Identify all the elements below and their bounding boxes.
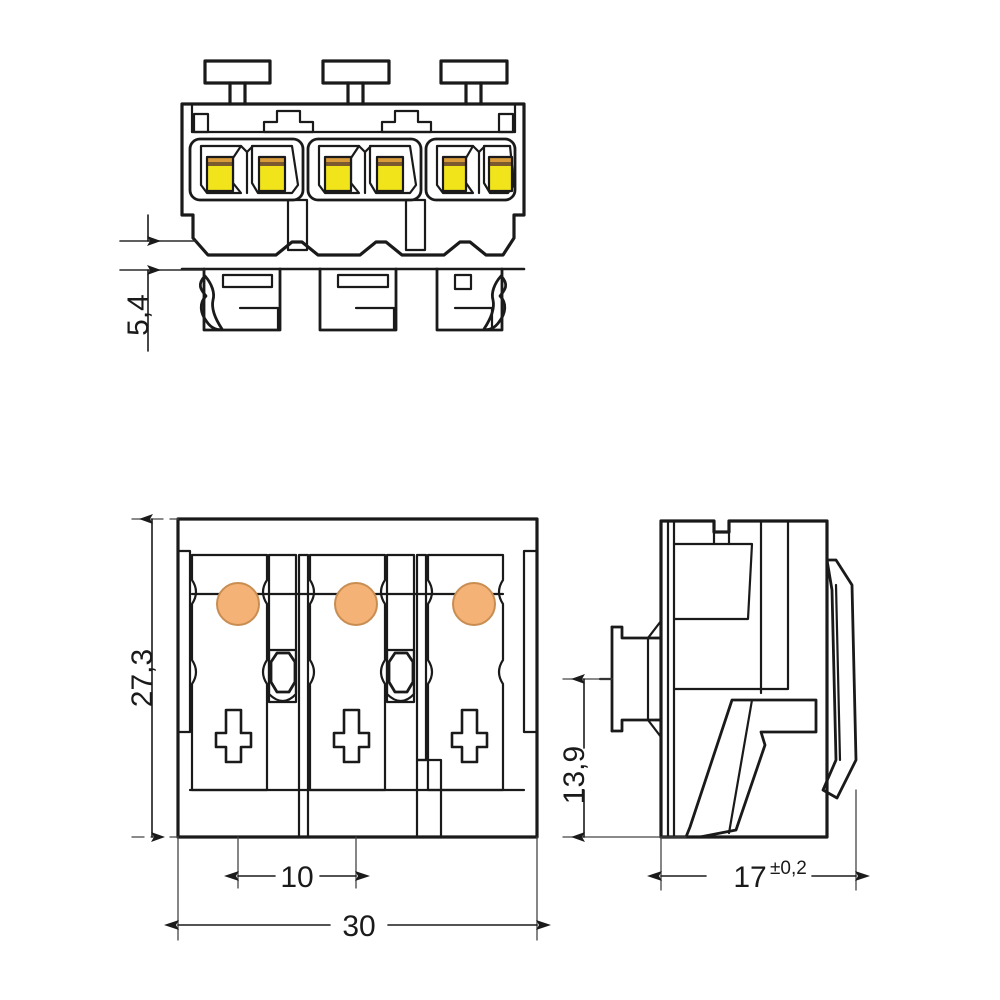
dimension-label-10: 10 (280, 861, 313, 894)
side-body-outline (659, 519, 829, 839)
dimension-width-30: 30 (164, 836, 551, 943)
front-right-shoulder (522, 549, 539, 734)
top-actuators (203, 59, 509, 106)
marker-dot-3 (452, 582, 496, 626)
clamp-group-1 (188, 137, 305, 202)
cross-slot-1 (214, 708, 253, 764)
cross-slot-3 (450, 708, 489, 764)
latch-spring-left (198, 274, 224, 331)
dimension-height-5-4: 5,4 (119, 214, 206, 352)
top-tab-right (497, 112, 515, 134)
front-marker-dots (216, 582, 496, 626)
dimension-label-30: 30 (342, 910, 375, 943)
side-upper-recess (672, 542, 754, 621)
din-foot-left (198, 267, 282, 332)
screw-hole-2[interactable] (385, 648, 416, 703)
screw-hole-1[interactable] (267, 648, 298, 703)
front-cross-slots (214, 708, 489, 764)
dimension-label-17: 17 (733, 861, 766, 894)
actuator-2[interactable] (321, 59, 391, 106)
side-mid-block (672, 519, 790, 691)
dimension-label-27-3: 27,3 (126, 649, 159, 707)
side-latch-arm-inner (834, 583, 842, 762)
clamp-group-3 (424, 137, 517, 202)
dimension-label-5-4: 5,4 (122, 294, 155, 336)
top-dividers (262, 109, 433, 252)
front-separator-ribs (267, 553, 443, 839)
din-foot-right (435, 267, 508, 332)
top-tab-left (192, 112, 210, 134)
cross-slot-2 (332, 708, 371, 764)
dimension-label-13-9: 13,9 (558, 746, 591, 804)
din-rail-feet (198, 267, 508, 332)
marker-dot-2 (334, 582, 378, 626)
dimension-pitch-10: 10 (224, 836, 370, 894)
front-screw-holes (267, 648, 416, 703)
actuator-3[interactable] (439, 59, 509, 106)
dimension-height-27-3: 27,3 (126, 514, 179, 842)
front-left-shoulder (176, 549, 192, 734)
front-view: 27,3 10 30 (126, 514, 551, 943)
clamp-group-2 (306, 137, 423, 202)
side-lower-wedge (684, 698, 818, 839)
actuator-1[interactable] (203, 59, 272, 106)
dimension-height-13-9: 13,9 (558, 674, 687, 842)
dimension-tolerance-17: ±0,2 (770, 858, 807, 879)
top-view: 5,4 (119, 59, 526, 352)
latch-spring-right (482, 274, 508, 331)
top-housing-outline (180, 102, 526, 257)
dimension-depth-17: 17 ±0,2 (647, 789, 870, 894)
side-view: 13,9 17 ±0,2 (558, 519, 870, 894)
side-latch-arm (821, 558, 858, 800)
marker-dot-1 (216, 582, 260, 626)
din-foot-center (318, 267, 398, 332)
side-wedge-inner (727, 698, 754, 835)
